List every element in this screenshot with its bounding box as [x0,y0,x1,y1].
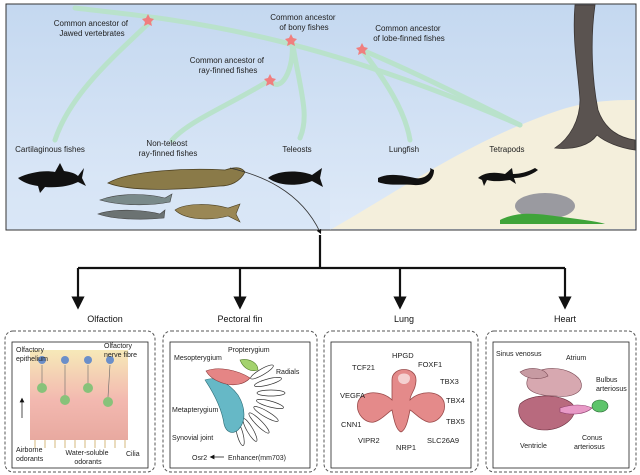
connector-line [229,167,322,235]
gene-nrp1: NRP1 [396,443,416,452]
lung-shape [357,369,445,433]
shark-silhouette [18,163,86,193]
label-lungfish: Lungfish [389,145,419,154]
label-metapterygium: Metapterygium [172,407,218,414]
title-olfaction: Olfaction [87,314,123,324]
label-tetrapods: Tetrapods [489,145,524,154]
star-lobe [356,43,368,55]
title-lung: Lung [394,314,414,324]
olfaction-panel: Olfactory epithelium Olfactory nerve fib… [4,330,156,473]
water-band [7,180,330,229]
branch-arrows [71,235,572,310]
star-jawed [142,14,154,26]
label-bony-ancestor: Common ancestor of bony fishes [270,13,338,32]
label-bulbus-arteriosus: Bulbus arteriosus [596,377,627,393]
gene-tcf21: TCF21 [352,363,375,372]
gene-tbx5: TBX5 [446,417,465,426]
label-atrium: Atrium [566,355,586,362]
star-bony [285,34,297,46]
gene-vegfa: VEGFA [340,391,365,400]
receptor-cells [37,356,114,407]
teleost-silhouette [268,168,323,187]
star-ray [264,74,276,86]
label-propterygium: Propterygium [228,347,270,354]
label-osr2: Osr2 [192,455,207,462]
label-ray-ancestor: Common ancestor of ray-finned fishes [190,56,267,75]
bulbus-arteriosus-shape [591,399,609,413]
title-pectoral-fin: Pectoral fin [217,314,262,324]
rock-with-grass [500,193,605,224]
lungfish-silhouette [378,168,434,186]
cilia-layer [34,440,126,448]
label-teleosts: Teleosts [282,145,311,154]
label-cartilaginous: Cartilaginous fishes [15,145,85,154]
gene-hpgd: HPGD [392,351,414,360]
label-lobe-ancestor: Common ancestor of lobe-finned fishes [373,24,445,43]
mesopterygium-shape [205,368,251,386]
lung-panel: HPGD FOXF1 TCF21 TBX3 VEGFA TBX4 CNN1 TB… [323,330,479,473]
nonteleost-fishes [97,167,246,223]
label-olfactory-epithelium: Olfactory epithelium [16,347,48,363]
tetrapod-silhouette [478,168,538,186]
gene-cnn1: CNN1 [341,420,361,429]
conus-arteriosus-shape [559,404,593,415]
gene-foxf1: FOXF1 [418,360,442,369]
label-sinus-venosus: Sinus venosus [496,351,542,358]
label-ventricle: Ventricle [520,443,547,450]
label-radials: Radials [276,369,300,376]
label-enhancer: Enhancer(mm703) [228,455,286,462]
label-olfactory-nerve: Olfactory nerve fibre [104,343,137,359]
olfactory-tissue [30,350,128,440]
gene-vipr2: VIPR2 [358,436,380,445]
sinus-venosus-shape [519,368,549,379]
gene-tbx4: TBX4 [446,396,465,405]
fin-radials [235,364,286,446]
label-cilia: Cilia [126,451,140,458]
label-synovial-joint: Synovial joint [172,435,213,442]
heart-panel: Sinus venosus Atrium Bulbus arteriosus C… [485,330,637,473]
label-water-odorants: Water-soluble odorants [66,450,111,466]
title-heart: Heart [554,314,577,324]
tree-trunk [553,4,636,151]
propterygium-shape [239,359,259,371]
label-conus-arteriosus: Conus arteriosus [574,435,605,451]
phylogeny-panel: Common ancestor of Jawed vertebrates Com… [5,3,637,235]
label-nonteleost: Non-teleost ray-finned fishes [139,139,198,158]
metapterygium-shape [204,378,245,433]
ancestor-stars [142,14,368,86]
label-airborne-odorants: Airborne odorants [16,447,44,463]
gene-tbx3: TBX3 [440,377,459,386]
gene-slc26a9: SLC26A9 [427,436,459,445]
label-mesopterygium: Mesopterygium [174,355,222,362]
pectoral-fin-panel: Propterygium Mesopterygium Radials Metap… [162,330,318,473]
label-jawed-ancestor: Common ancestor of Jawed vertebrates [54,19,131,38]
ventricle-shape [518,395,575,431]
